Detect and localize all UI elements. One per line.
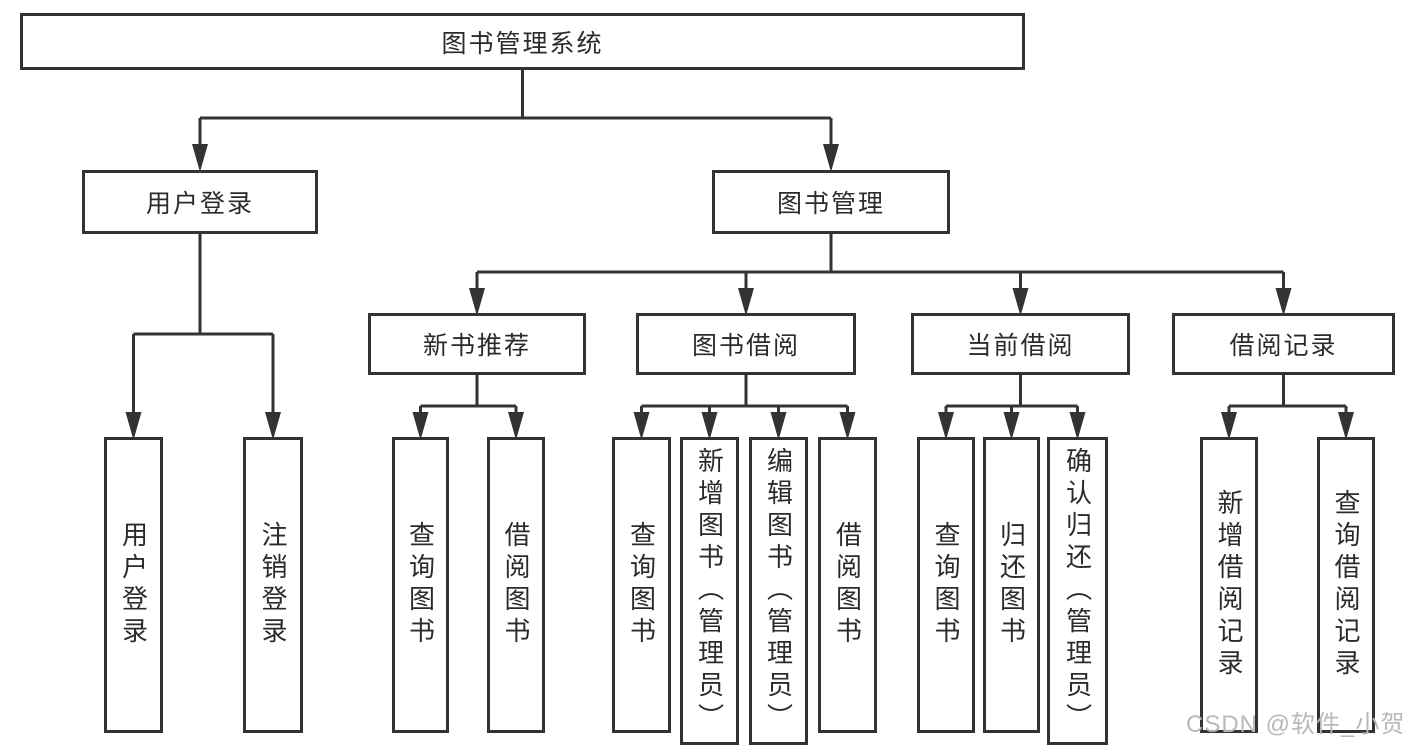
leaf-label: 查询借阅记录 — [1331, 489, 1361, 681]
csdn-watermark: CSDN @软件_小贺同学 — [1186, 711, 1405, 738]
arrowhead-icon — [1221, 412, 1237, 440]
arrowhead-icon — [1275, 288, 1292, 316]
leaf-label: 新增借阅记录 — [1214, 489, 1244, 681]
branch-node-user-login: 用户登录 — [82, 170, 318, 234]
leaf-node-query-books-3: 查询图书 — [917, 437, 975, 733]
leaf-node-borrow-books-2: 借阅图书 — [818, 437, 877, 733]
arrowhead-icon — [192, 144, 208, 172]
arrowhead-icon — [469, 288, 485, 316]
connector-section-borrow — [640, 375, 849, 428]
connector-section-records — [1227, 375, 1348, 428]
arrowhead-icon — [770, 412, 787, 440]
leaf-label: 编辑图书（管理员） — [763, 447, 794, 735]
connector-user-branch — [132, 234, 275, 428]
arrowheads — [125, 144, 1354, 440]
leaf-label: 归还图书 — [996, 521, 1027, 649]
leaf-node-edit-books-admin: 编辑图书（管理员） — [749, 437, 808, 745]
leaf-node-return-books: 归还图书 — [983, 437, 1040, 733]
arrowhead-icon — [265, 412, 281, 440]
section-node-new-book-recommend: 新书推荐 — [368, 313, 586, 375]
arrowhead-icon — [701, 412, 718, 440]
arrowhead-icon — [412, 412, 429, 440]
leaf-node-borrow-books-1: 借阅图书 — [487, 437, 545, 733]
section-node-book-borrow: 图书借阅 — [636, 313, 856, 375]
connector-root — [198, 70, 833, 160]
leaf-label: 新增图书（管理员） — [694, 447, 725, 735]
leaf-node-confirm-return-admin: 确认归还（管理员） — [1047, 437, 1108, 745]
leaf-label: 注销登录 — [258, 521, 288, 649]
section-node-borrow-records: 借阅记录 — [1172, 313, 1395, 375]
leaf-node-query-books-1: 查询图书 — [392, 437, 449, 733]
section-node-current-borrow: 当前借阅 — [911, 313, 1130, 375]
leaf-node-query-borrow-record: 查询借阅记录 — [1317, 437, 1375, 733]
arrowhead-icon — [1012, 288, 1029, 316]
arrowhead-icon — [738, 288, 754, 316]
leaf-label: 借阅图书 — [832, 521, 863, 649]
leaf-label: 借阅图书 — [501, 521, 531, 649]
arrowhead-icon — [633, 412, 650, 440]
arrowhead-icon — [938, 412, 954, 440]
arrowhead-icon — [1069, 412, 1086, 440]
leaf-label: 用户登录 — [118, 521, 149, 649]
leaf-node-add-books-admin: 新增图书（管理员） — [680, 437, 739, 745]
leaf-node-user-login: 用户登录 — [104, 437, 163, 733]
connector-book-branch — [475, 234, 1285, 306]
connector-section-newbooks — [419, 375, 518, 428]
arrowhead-icon — [839, 412, 856, 440]
arrowhead-icon — [125, 412, 142, 440]
leaf-node-logout: 注销登录 — [243, 437, 303, 733]
leaf-label: 查询图书 — [626, 521, 657, 649]
arrowhead-icon — [1003, 412, 1020, 440]
branch-node-book-management: 图书管理 — [712, 170, 950, 234]
arrowhead-icon — [1338, 412, 1354, 440]
leaf-label: 确认归还（管理员） — [1062, 447, 1093, 735]
root-node-library-system: 图书管理系统 — [20, 13, 1025, 70]
arrowhead-icon — [823, 144, 839, 172]
arrowhead-icon — [508, 412, 524, 440]
leaf-node-query-books-2: 查询图书 — [612, 437, 671, 733]
leaf-label: 查询图书 — [405, 521, 436, 649]
leaf-label: 查询图书 — [931, 521, 961, 649]
leaf-node-add-borrow-record: 新增借阅记录 — [1200, 437, 1258, 733]
